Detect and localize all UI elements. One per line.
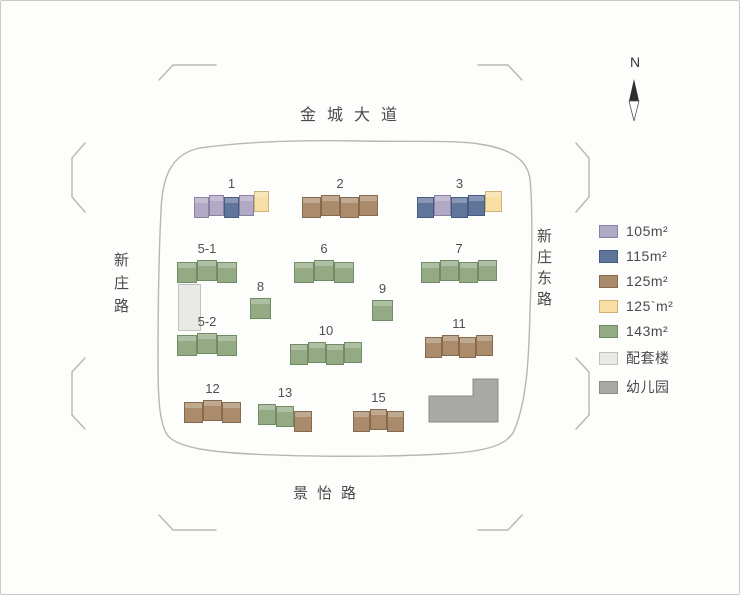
legend-swatch-105	[599, 224, 618, 238]
legend-label: 105m²	[626, 223, 669, 239]
legend-label: 配套楼	[626, 350, 670, 366]
road-label-right: 新庄东路	[535, 228, 552, 312]
road-label-left: 新庄路	[112, 252, 129, 321]
legend-item-105: 105m²	[599, 223, 673, 239]
compass-needle-icon	[628, 79, 640, 122]
legend-item-115: 115m²	[599, 248, 673, 264]
legend-item-support: 配套楼	[599, 348, 673, 368]
legend-swatch-143	[599, 324, 618, 338]
compass-label: N	[629, 54, 641, 70]
legend-item-125s: 125`m²	[599, 298, 673, 314]
legend-item-143: 143m²	[599, 323, 673, 339]
legend-item-kindergarten: 幼儿园	[599, 377, 673, 397]
legend-swatch-125	[599, 274, 618, 288]
legend-label: 125`m²	[626, 298, 674, 314]
legend-swatch-support	[599, 351, 618, 365]
site-boundary-outline	[157, 140, 533, 457]
legend-label: 幼儿园	[626, 379, 670, 395]
legend-swatch-125s	[599, 299, 618, 313]
road-label-top: 金城大道	[299, 107, 408, 124]
legend-item-125: 125m²	[599, 273, 673, 289]
support-building	[178, 284, 201, 331]
legend: 105m² 115m² 125m² 125`m² 143m² 配套楼幼儿园	[599, 223, 673, 397]
road-label-bottom: 景怡路	[292, 485, 365, 502]
legend-label: 143m²	[626, 323, 669, 339]
road-corner-marks	[71, 64, 590, 531]
legend-swatch-115	[599, 249, 618, 263]
legend-label: 125m²	[626, 273, 669, 289]
legend-label: 115m²	[626, 248, 668, 264]
legend-swatch-kindergarten	[599, 380, 618, 394]
kindergarten-building	[428, 378, 499, 423]
